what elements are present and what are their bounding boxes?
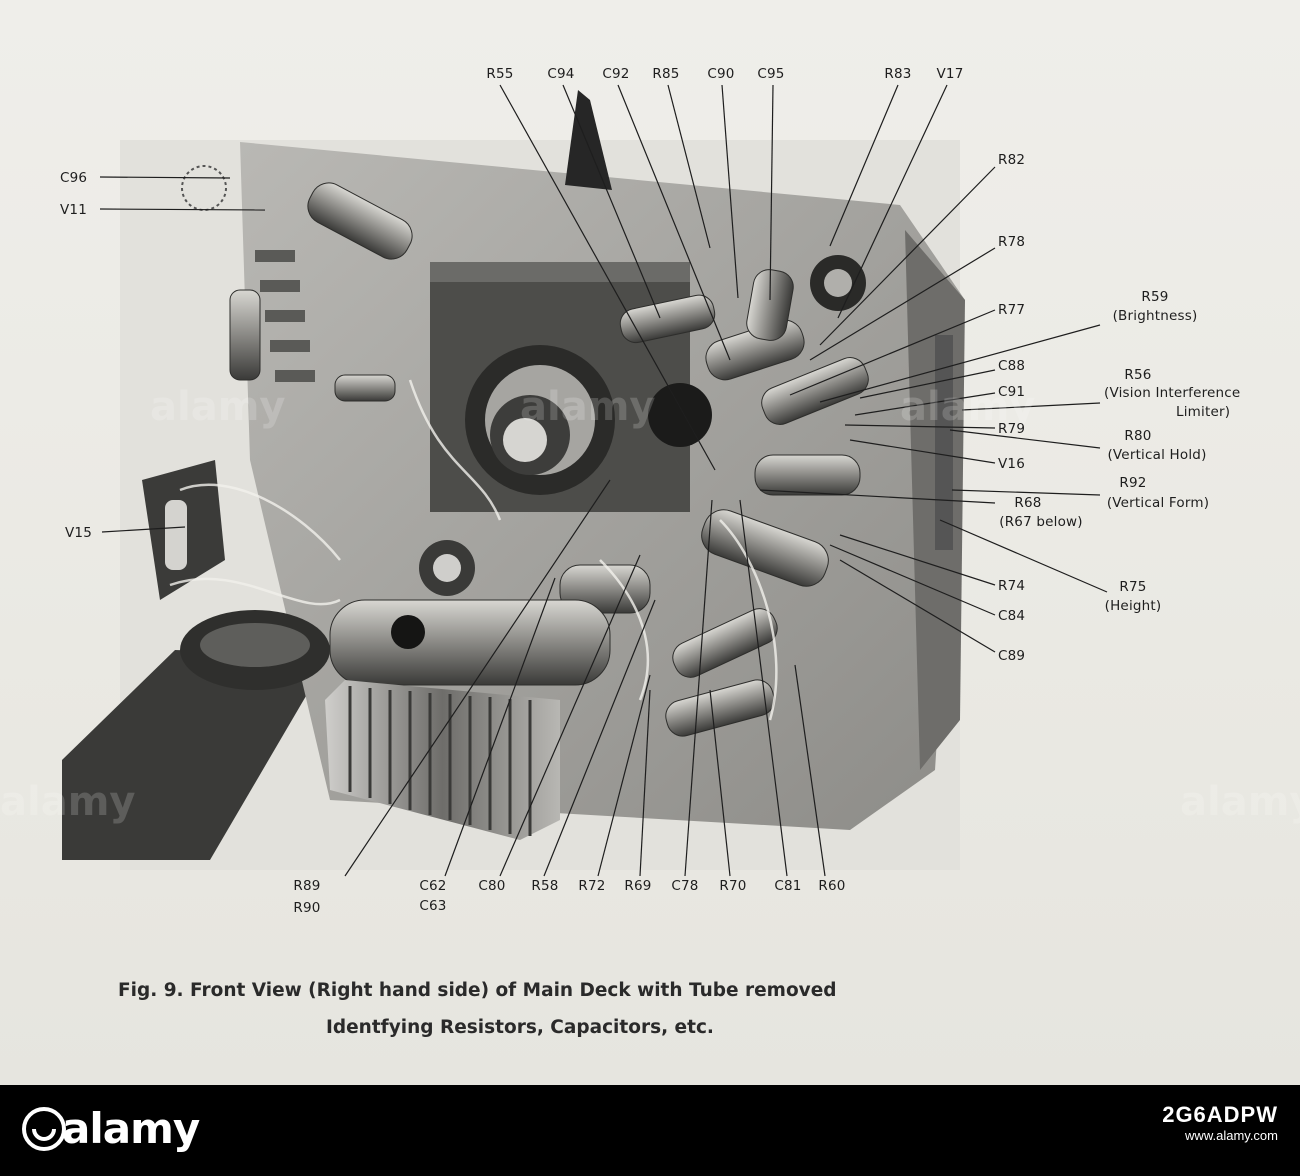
label-r72: R72 bbox=[578, 878, 606, 894]
label-r69: R69 bbox=[624, 878, 652, 894]
figure-caption-line-2: Identfying Resistors, Capacitors, etc. bbox=[326, 1017, 714, 1038]
label-c81: C81 bbox=[774, 878, 802, 894]
label-r68-note: (R67 below) bbox=[999, 514, 1083, 530]
stock-image-id-block: 2G6ADPW www.alamy.com bbox=[1162, 1102, 1278, 1143]
label-r68: R68 bbox=[1014, 495, 1042, 511]
svg-text:alamy: alamy bbox=[520, 384, 655, 430]
alamy-brand: alamy bbox=[62, 1104, 200, 1153]
label-r59-note: (Brightness) bbox=[1112, 308, 1198, 324]
label-c84: C84 bbox=[998, 608, 1026, 624]
label-r56: R56 bbox=[1124, 367, 1152, 383]
label-v11: V11 bbox=[60, 202, 88, 218]
label-r75-note: (Height) bbox=[1104, 598, 1162, 614]
label-c90: C90 bbox=[707, 66, 735, 82]
alamy-logo-icon bbox=[22, 1107, 66, 1151]
svg-text:alamy: alamy bbox=[900, 384, 1035, 430]
label-r83: R83 bbox=[884, 66, 912, 82]
label-r82: R82 bbox=[998, 152, 1026, 168]
label-c78: C78 bbox=[671, 878, 699, 894]
label-r78: R78 bbox=[998, 234, 1026, 250]
label-c94: C94 bbox=[547, 66, 575, 82]
label-r75: R75 bbox=[1119, 579, 1147, 595]
label-c89: C89 bbox=[998, 648, 1026, 664]
label-r92-note: (Vertical Form) bbox=[1106, 495, 1210, 511]
label-r85: R85 bbox=[652, 66, 680, 82]
label-v16: V16 bbox=[998, 456, 1026, 472]
stock-footer-bar bbox=[0, 1085, 1300, 1176]
leader-lines bbox=[99, 84, 1108, 877]
label-r77: R77 bbox=[998, 302, 1026, 318]
label-c62: C62 bbox=[419, 878, 447, 894]
label-c88: C88 bbox=[998, 358, 1026, 374]
label-r89: R89 bbox=[293, 878, 321, 894]
label-r58: R58 bbox=[531, 878, 559, 894]
label-v17: V17 bbox=[936, 66, 964, 82]
label-r55: R55 bbox=[486, 66, 514, 82]
label-r90: R90 bbox=[293, 900, 321, 916]
label-r60: R60 bbox=[818, 878, 846, 894]
svg-text:alamy: alamy bbox=[0, 779, 135, 825]
svg-text:alamy: alamy bbox=[150, 384, 285, 430]
label-c80: C80 bbox=[478, 878, 506, 894]
label-v15: V15 bbox=[65, 525, 93, 541]
stock-image-id: 2G6ADPW bbox=[1162, 1102, 1278, 1127]
label-r80-note: (Vertical Hold) bbox=[1107, 447, 1207, 463]
label-r80: R80 bbox=[1124, 428, 1152, 444]
figure-caption-line-1: Fig. 9. Front View (Right hand side) of … bbox=[118, 980, 837, 1001]
label-c95: C95 bbox=[757, 66, 785, 82]
stock-site-url: www.alamy.com bbox=[1185, 1128, 1278, 1143]
label-r92: R92 bbox=[1119, 475, 1147, 491]
label-c92: C92 bbox=[602, 66, 630, 82]
label-r59: R59 bbox=[1141, 289, 1169, 305]
label-r56-note-2: Limiter) bbox=[1176, 404, 1231, 420]
label-c96: C96 bbox=[60, 170, 88, 186]
label-r79: R79 bbox=[998, 421, 1026, 437]
label-r74: R74 bbox=[998, 578, 1026, 594]
svg-text:alamy: alamy bbox=[1180, 779, 1300, 825]
label-c91: C91 bbox=[998, 384, 1026, 400]
label-r70: R70 bbox=[719, 878, 747, 894]
label-c63: C63 bbox=[419, 898, 447, 914]
chassis-photo: alamy alamy alamy alamy alamy bbox=[0, 84, 1300, 877]
label-r56-note: (Vision Interference bbox=[1104, 385, 1241, 401]
